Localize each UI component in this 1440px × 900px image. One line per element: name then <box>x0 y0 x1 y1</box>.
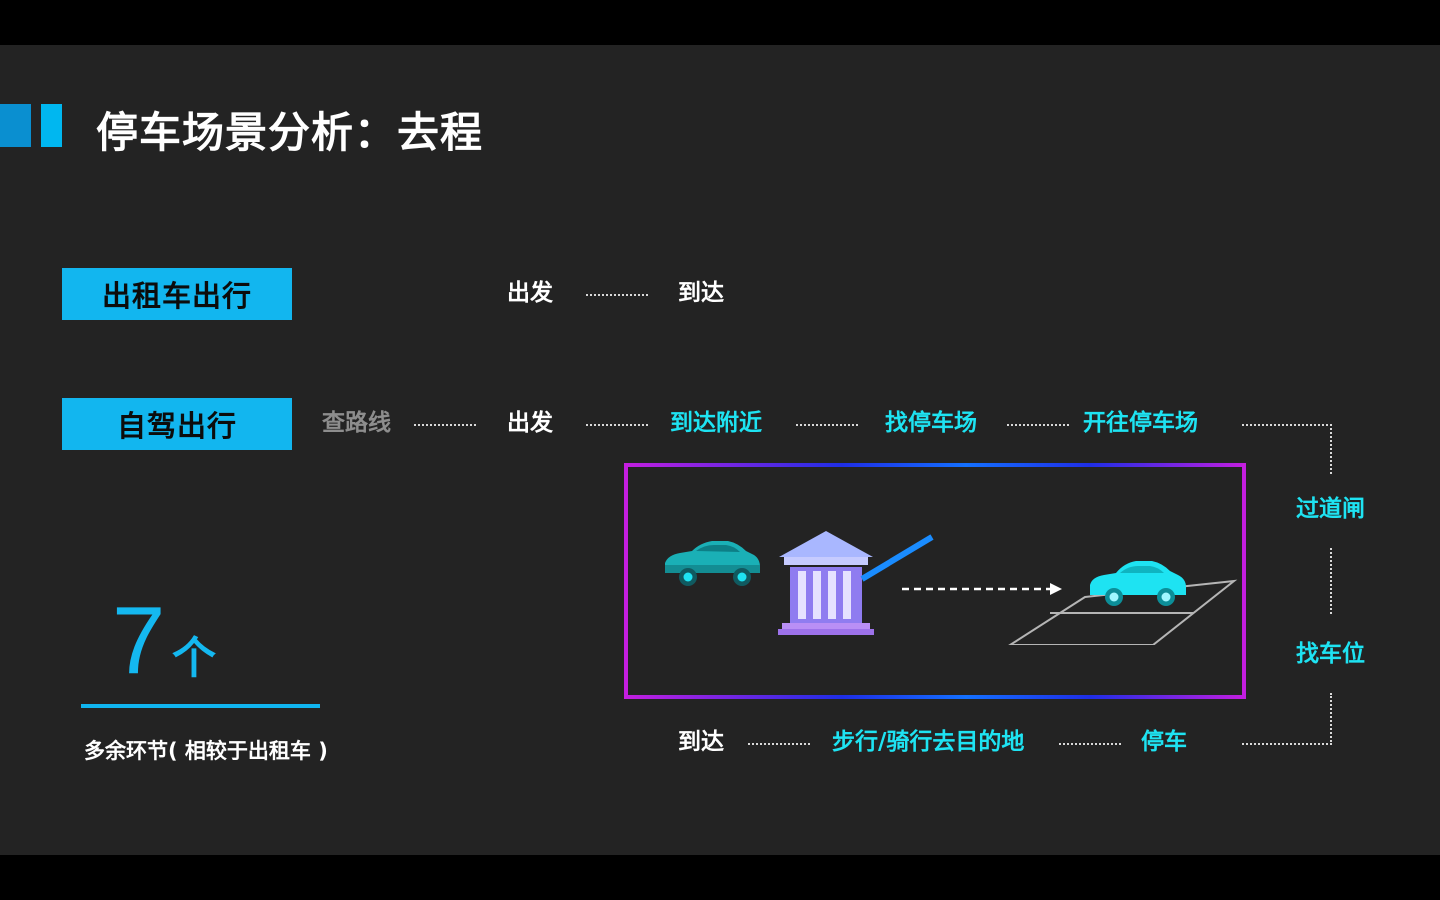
connector-vertical <box>1330 693 1332 745</box>
summary-caption: 多余环节( 相较于出租车 ) <box>84 739 328 763</box>
category-taxi: 出租车出行 <box>62 268 292 320</box>
summary-number: 7 <box>112 587 166 694</box>
parking-gate-icon <box>778 531 934 635</box>
car-icon <box>665 541 760 586</box>
connector <box>414 424 476 426</box>
drive-step-find-spot: 找车位 <box>1296 641 1365 667</box>
drive-step-walk: 步行/骑行去目的地 <box>832 729 1025 755</box>
drive-step-find-lot: 找停车场 <box>885 410 977 436</box>
highlight-frame <box>624 463 1246 695</box>
drive-step-arrive: 到达 <box>678 729 724 755</box>
title-accent-bar <box>0 104 31 147</box>
connector <box>586 424 648 426</box>
connector <box>1007 424 1069 426</box>
highlight-frame-top <box>624 463 1246 467</box>
category-self-drive: 自驾出行 <box>62 398 292 450</box>
connector <box>748 743 810 745</box>
arrow-icon <box>902 583 1062 595</box>
parked-car-icon <box>1090 561 1186 606</box>
taxi-step-arrive: 到达 <box>678 280 724 306</box>
slide: 停车场景分析：去程 出租车出行 出发 到达 自驾出行 查路线 出发 到达附近 找… <box>0 45 1440 855</box>
highlight-frame-bottom <box>624 695 1246 699</box>
summary-unit: 个 <box>172 633 216 684</box>
connector <box>1242 424 1332 426</box>
page-title: 停车场景分析：去程 <box>96 108 484 157</box>
title-accent-bar-secondary <box>41 104 62 147</box>
drive-step-depart: 出发 <box>507 410 553 436</box>
drive-step-route: 查路线 <box>322 410 391 436</box>
drive-step-gate: 过道闸 <box>1296 496 1365 522</box>
summary-underline <box>81 704 320 708</box>
connector-vertical <box>1330 424 1332 474</box>
connector <box>1059 743 1121 745</box>
connector-vertical <box>1330 548 1332 614</box>
drive-step-park: 停车 <box>1141 729 1187 755</box>
drive-step-drive-to-lot: 开往停车场 <box>1083 410 1198 436</box>
connector <box>796 424 858 426</box>
connector <box>1242 743 1332 745</box>
drive-step-nearby: 到达附近 <box>670 410 762 436</box>
parking-illustration <box>665 531 1238 645</box>
connector <box>586 294 648 296</box>
taxi-step-depart: 出发 <box>507 280 553 306</box>
